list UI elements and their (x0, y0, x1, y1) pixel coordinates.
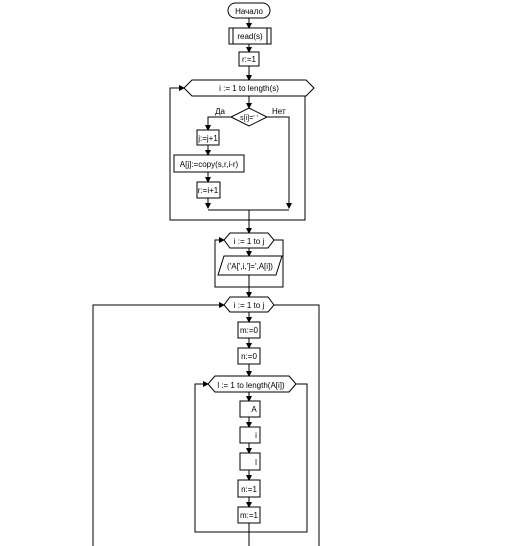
condition-label: s[i]=' ' (240, 115, 258, 122)
loop4-label: l := 1 to length(A[i]) (217, 381, 285, 390)
assign-n-label: n:=0 (241, 352, 257, 361)
output-label: ('A[',i,']=',A[i]) (227, 262, 273, 271)
block-a: A (239, 400, 261, 418)
start-terminal: Начало (227, 2, 271, 19)
assign-m1-block: m:=1 (237, 506, 261, 524)
condition-diamond: s[i]=' ' Да Нет (215, 107, 286, 127)
loop2-label: i := 1 to j (234, 237, 265, 246)
loop1-hexagon: i := 1 to length(s) (183, 79, 315, 97)
loop4-hexagon: l := 1 to length(A[i]) (207, 375, 297, 393)
loop3-label: i := 1 to j (234, 301, 265, 310)
inc-j-label: j:=j+1 (197, 134, 218, 143)
connectors (92, 18, 320, 546)
block-l: l (239, 452, 261, 471)
copy-label: A[j]:=copy(s,r,i-r) (180, 160, 239, 169)
assign-m-label: m:=0 (240, 326, 259, 335)
assign-r-label: r:=1 (242, 55, 257, 64)
assign-m-block: m:=0 (237, 321, 261, 339)
yes-label: Да (215, 107, 225, 116)
copy-block: A[j]:=copy(s,r,i-r) (173, 154, 245, 173)
assign-m1-label: m:=1 (240, 511, 259, 520)
assign-r-block: r:=1 (238, 51, 260, 67)
read-label: read(s) (237, 32, 263, 41)
start-label: Начало (235, 7, 263, 16)
read-block: read(s) (228, 27, 272, 45)
loop2-hexagon: i := 1 to j (223, 232, 275, 249)
assign-r2-label: r:=i+1 (198, 186, 219, 195)
output-parallelogram: ('A[',i,']=',A[i]) (217, 255, 283, 276)
block-i-label: i (255, 431, 257, 440)
inc-j-block: j:=j+1 (196, 129, 220, 146)
loop3-hexagon: i := 1 to j (223, 296, 275, 313)
assign-n1-label: n:=1 (241, 485, 257, 494)
loop1-label: i := 1 to length(s) (219, 84, 279, 93)
block-a-label: A (251, 405, 257, 414)
assign-n1-block: n:=1 (237, 479, 261, 498)
block-i: i (239, 426, 261, 444)
block-l-label: l (255, 458, 257, 467)
assign-n-block: n:=0 (237, 347, 261, 365)
no-label: Нет (272, 107, 286, 116)
assign-r2-block: r:=i+1 (196, 181, 221, 199)
